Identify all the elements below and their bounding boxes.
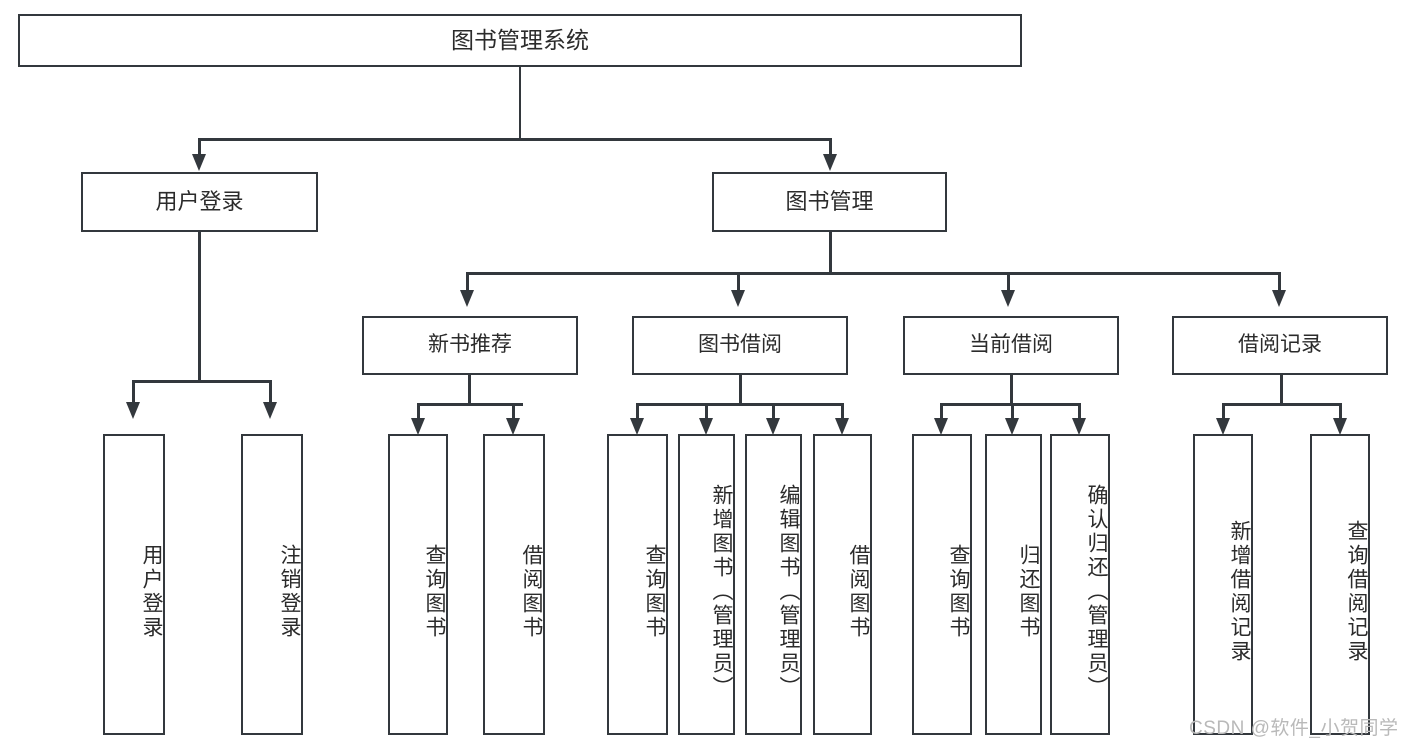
edge-drop-leaf-8 bbox=[940, 403, 943, 422]
leaf-node-query-borrow-record[interactable]: 查询借阅记录 bbox=[1310, 434, 1370, 735]
arrow-leaf-2 bbox=[411, 418, 425, 435]
edge-user-login-stem bbox=[198, 232, 201, 382]
leaf-label: 借阅图书 bbox=[847, 543, 870, 640]
leaf-label: 查询图书 bbox=[643, 543, 666, 640]
leaf-node-confirm-return-admin[interactable]: 确认归还（管理员） bbox=[1050, 434, 1110, 735]
node-current-borrow[interactable]: 当前借阅 bbox=[903, 316, 1119, 375]
arrow-leaf-6 bbox=[766, 418, 780, 435]
node-label: 图书管理 bbox=[785, 189, 874, 215]
leaf-node-return-book[interactable]: 归还图书 bbox=[985, 434, 1042, 735]
edge-book-manage-stem bbox=[829, 232, 832, 274]
leaf-node-add-book-admin[interactable]: 新增图书（管理员） bbox=[678, 434, 735, 735]
edge-l3-2-bus bbox=[940, 403, 1080, 406]
node-label: 当前借阅 bbox=[969, 333, 1053, 357]
edge-drop-l3-3 bbox=[1278, 272, 1281, 292]
arrow-book-manage bbox=[823, 154, 837, 171]
node-book-borrow[interactable]: 图书借阅 bbox=[632, 316, 848, 375]
arrow-leaf-0 bbox=[126, 402, 140, 419]
leaf-node-add-borrow-record[interactable]: 新增借阅记录 bbox=[1193, 434, 1253, 735]
leaf-node-borrow-book[interactable]: 借阅图书 bbox=[813, 434, 872, 735]
edge-drop-leaf-10 bbox=[1078, 403, 1081, 422]
arrow-l3-1 bbox=[731, 290, 745, 307]
edge-drop-user-login bbox=[198, 138, 201, 156]
arrow-leaf-1 bbox=[263, 402, 277, 419]
leaf-label: 编辑图书（管理员） bbox=[777, 483, 800, 700]
edge-drop-leaf-7 bbox=[841, 403, 844, 422]
edge-l3-0-bus bbox=[417, 403, 523, 406]
leaf-label: 查询图书 bbox=[947, 543, 970, 640]
leaf-label: 注销登录 bbox=[278, 543, 301, 640]
edge-l3-1-stem bbox=[739, 375, 742, 405]
edge-drop-leaf-4 bbox=[636, 403, 639, 422]
arrow-user-login bbox=[192, 154, 206, 171]
edge-drop-leaf-11 bbox=[1222, 403, 1225, 422]
edge-drop-leaf-5 bbox=[705, 403, 708, 422]
edge-drop-leaf-1 bbox=[269, 380, 272, 404]
watermark-text: CSDN @软件_小贺同学 bbox=[1189, 718, 1399, 739]
edge-drop-book-manage bbox=[829, 138, 832, 156]
leaf-label: 确认归还（管理员） bbox=[1085, 483, 1108, 700]
leaf-label: 新增图书（管理员） bbox=[710, 483, 733, 700]
edge-drop-l3-2 bbox=[1007, 272, 1010, 292]
node-book-management[interactable]: 图书管理 bbox=[712, 172, 947, 232]
edge-l3-3-stem bbox=[1280, 375, 1283, 405]
leaf-label: 查询借阅记录 bbox=[1345, 519, 1368, 664]
arrow-leaf-5 bbox=[699, 418, 713, 435]
arrow-leaf-11 bbox=[1216, 418, 1230, 435]
leaf-node-logout[interactable]: 注销登录 bbox=[241, 434, 303, 735]
node-label: 新书推荐 bbox=[428, 333, 512, 357]
edge-drop-leaf-2 bbox=[417, 403, 420, 422]
leaf-node-edit-book-admin[interactable]: 编辑图书（管理员） bbox=[745, 434, 802, 735]
leaf-label: 借阅图书 bbox=[520, 543, 543, 640]
arrow-leaf-9 bbox=[1005, 418, 1019, 435]
leaf-node-query-book-recommend[interactable]: 查询图书 bbox=[388, 434, 448, 735]
edge-drop-leaf-6 bbox=[772, 403, 775, 422]
leaf-node-borrow-book-recommend[interactable]: 借阅图书 bbox=[483, 434, 545, 735]
edge-drop-leaf-9 bbox=[1011, 403, 1014, 422]
leaf-node-user-login[interactable]: 用户登录 bbox=[103, 434, 165, 735]
leaf-label: 查询图书 bbox=[423, 543, 446, 640]
node-label: 图书管理系统 bbox=[451, 26, 589, 53]
edge-l3-2-stem bbox=[1010, 375, 1013, 405]
edge-drop-leaf-3 bbox=[512, 403, 515, 422]
leaf-label: 新增借阅记录 bbox=[1228, 519, 1251, 664]
node-root-system[interactable]: 图书管理系统 bbox=[18, 14, 1022, 67]
edge-l3-0-stem bbox=[468, 375, 471, 405]
edge-drop-leaf-12 bbox=[1339, 403, 1342, 422]
node-borrow-record[interactable]: 借阅记录 bbox=[1172, 316, 1388, 375]
edge-book-manage-bus bbox=[466, 272, 1281, 275]
node-user-login[interactable]: 用户登录 bbox=[81, 172, 318, 232]
node-new-book-recommend[interactable]: 新书推荐 bbox=[362, 316, 578, 375]
edge-l3-3-bus bbox=[1222, 403, 1342, 406]
node-label: 图书借阅 bbox=[698, 333, 782, 357]
edge-l3-1-bus bbox=[636, 403, 844, 406]
node-label: 借阅记录 bbox=[1238, 333, 1322, 357]
arrow-leaf-8 bbox=[934, 418, 948, 435]
leaf-label: 用户登录 bbox=[140, 543, 163, 640]
arrow-leaf-7 bbox=[835, 418, 849, 435]
arrow-l3-2 bbox=[1001, 290, 1015, 307]
leaf-node-query-book-borrow[interactable]: 查询图书 bbox=[607, 434, 668, 735]
edge-drop-l3-0 bbox=[466, 272, 469, 292]
arrow-leaf-12 bbox=[1333, 418, 1347, 435]
node-label: 用户登录 bbox=[155, 189, 244, 215]
arrow-l3-0 bbox=[460, 290, 474, 307]
edge-drop-leaf-0 bbox=[132, 380, 135, 404]
arrow-leaf-3 bbox=[506, 418, 520, 435]
edge-root-stem bbox=[519, 67, 521, 139]
edge-root-bus bbox=[198, 138, 832, 141]
arrow-l3-3 bbox=[1272, 290, 1286, 307]
edge-user-login-bus bbox=[132, 380, 271, 383]
arrow-leaf-10 bbox=[1072, 418, 1086, 435]
edge-drop-l3-1 bbox=[737, 272, 740, 292]
leaf-node-query-book-current[interactable]: 查询图书 bbox=[912, 434, 972, 735]
arrow-leaf-4 bbox=[630, 418, 644, 435]
leaf-label: 归还图书 bbox=[1017, 543, 1040, 640]
